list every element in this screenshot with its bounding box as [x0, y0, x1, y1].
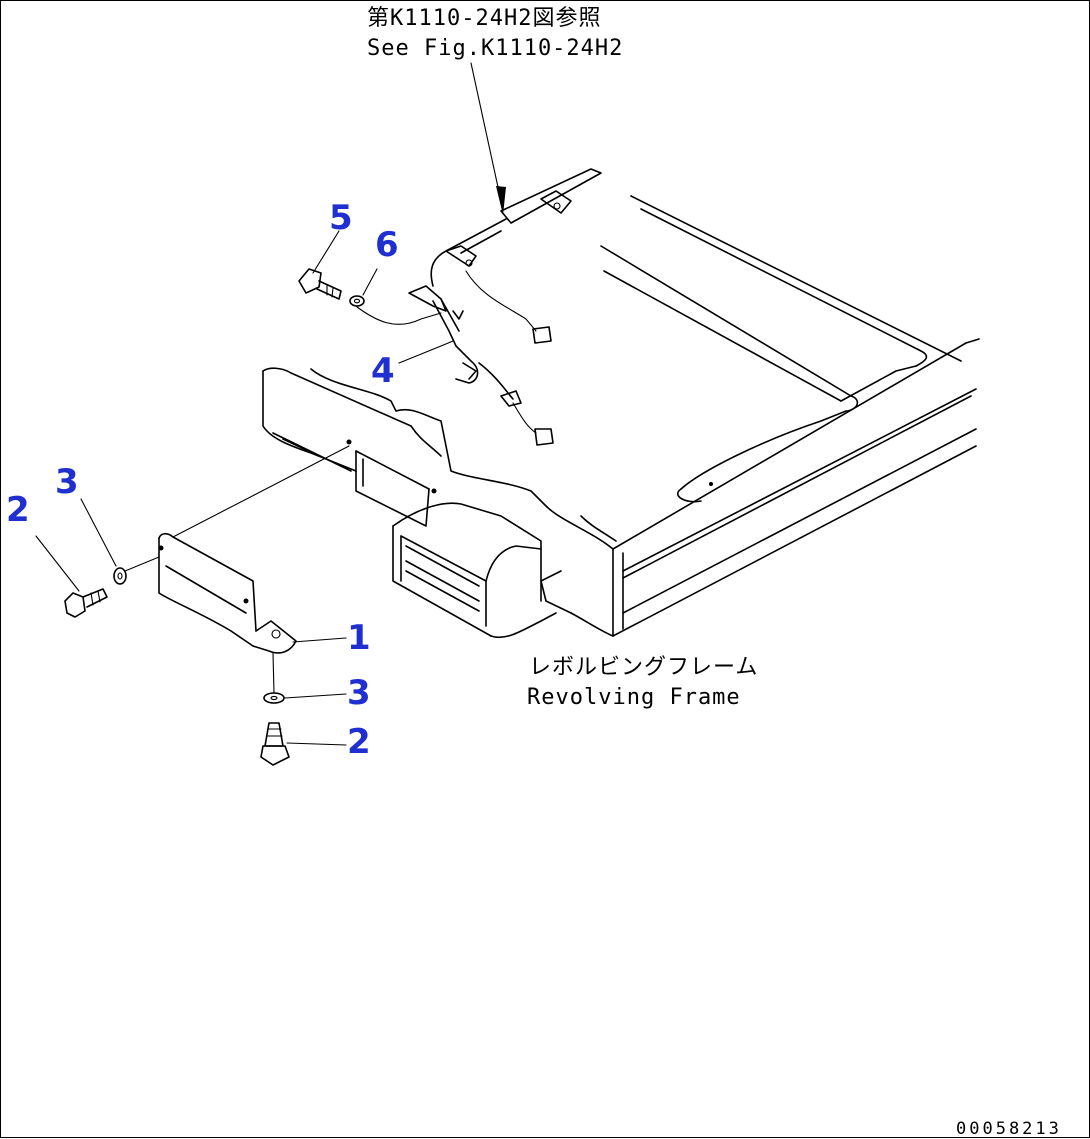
callout-4: 4	[371, 351, 395, 391]
callout-3-bottom: 3	[347, 673, 371, 713]
bolt-part-5	[298, 268, 342, 300]
reference-leader-arrow	[470, 62, 506, 215]
reference-note-jp: 第K1110-24H2図参照	[367, 6, 601, 31]
callout-1: 1	[347, 618, 371, 658]
leader-2-bottom	[286, 742, 347, 746]
leader-3-left	[80, 498, 117, 567]
leader-3-bottom	[284, 693, 347, 699]
revolving-frame	[262, 195, 980, 639]
washer-part-3-left	[113, 567, 127, 585]
bolt-part-2-bottom	[260, 722, 290, 766]
callout-3-left: 3	[55, 462, 79, 502]
callout-5: 5	[329, 198, 353, 238]
leader-6	[362, 268, 378, 296]
drawing-code: 00058213	[956, 1119, 1062, 1139]
wiring-harness	[408, 168, 602, 446]
bolt-part-2-left	[64, 588, 108, 618]
frame-label-en: Revolving Frame	[527, 685, 741, 710]
reference-note-en: See Fig.K1110-24H2	[367, 36, 623, 61]
callout-2-bottom: 2	[347, 722, 371, 762]
leader-3-left-to-plate	[124, 556, 160, 572]
leader-plate-to-washer	[272, 652, 275, 694]
washer-part-3-bottom	[263, 692, 285, 704]
callout-2-left: 2	[6, 490, 30, 530]
leader-6-to-harness	[356, 306, 442, 325]
washer-part-6	[349, 295, 365, 307]
frame-label-jp: レボルビングフレーム	[529, 655, 758, 680]
cover-plate-part-1	[158, 445, 350, 654]
leader-5	[312, 230, 340, 274]
callout-6: 6	[375, 225, 399, 265]
leader-2-left	[35, 535, 80, 592]
leader-4	[398, 340, 454, 364]
leader-1	[292, 637, 347, 643]
